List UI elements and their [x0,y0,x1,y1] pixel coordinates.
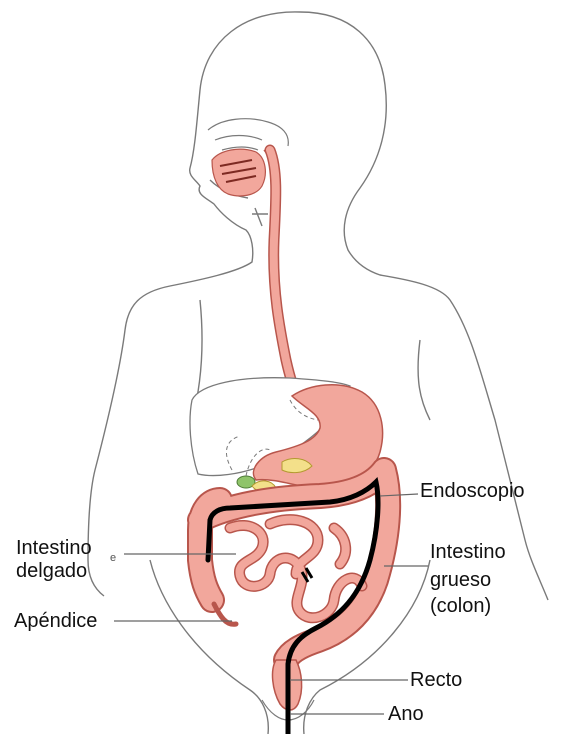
nasal-cavity [208,119,288,150]
label-small-intestine-mark: e [110,547,116,569]
label-small-intestine-line2: delgado [16,560,87,582]
label-rectum: Recto [410,669,462,691]
label-large-intestine-line1: Intestino [430,541,506,563]
mouth-tongue [212,149,276,200]
esophagus-fill [270,150,298,398]
label-small-intestine-line1: Intestino [16,537,92,559]
label-endoscope: Endoscopio [420,480,525,502]
label-appendix: Apéndice [14,610,97,632]
label-large-intestine-line3: (colon) [430,595,491,617]
label-anus: Ano [388,703,424,725]
label-large-intestine-line2: grueso [430,569,491,591]
